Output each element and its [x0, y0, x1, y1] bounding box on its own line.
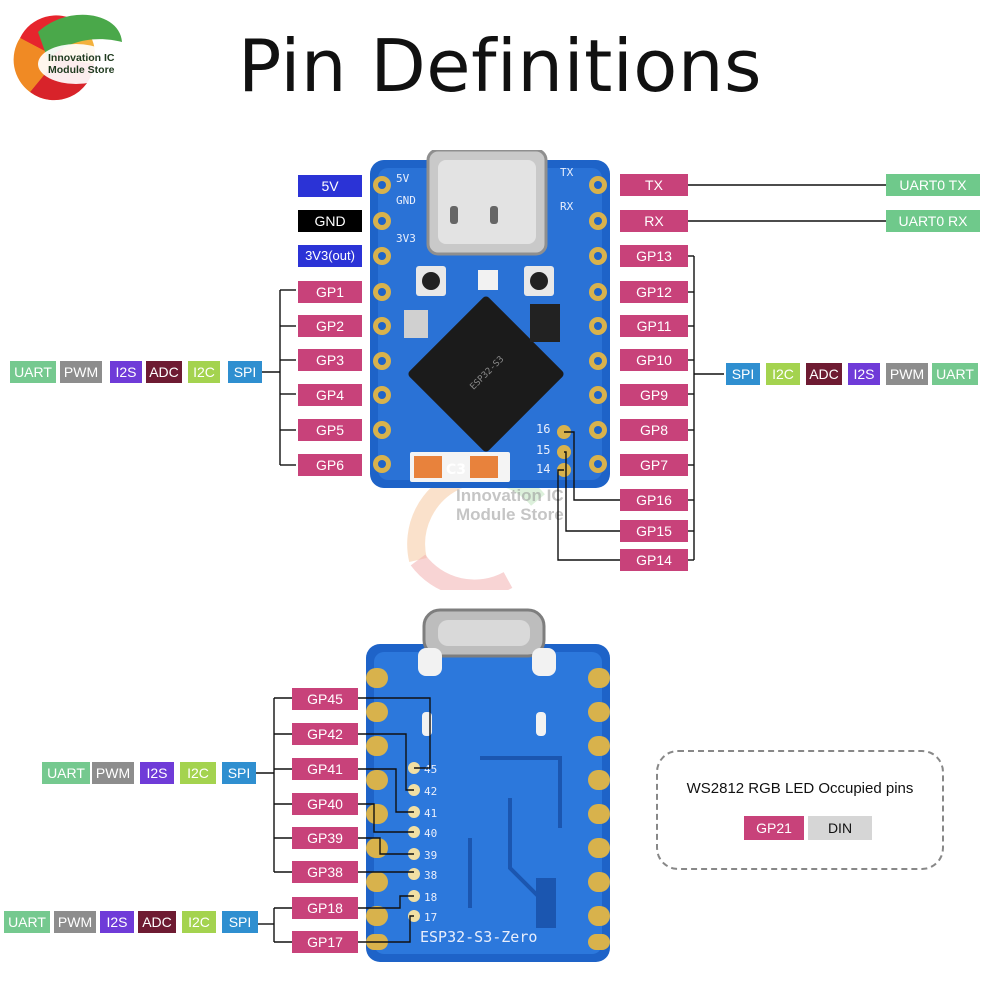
- top-board: ESP32-S3 C3: [370, 150, 610, 488]
- pin-label-gp11: GP11: [620, 315, 688, 337]
- silk-tx: TX: [560, 166, 574, 179]
- pin-label-gp42: GP42: [292, 723, 358, 745]
- pin-label-rx: RX: [620, 210, 688, 232]
- pin-label-gp6: GP6: [298, 454, 362, 476]
- pin-label-tx: TX: [620, 174, 688, 196]
- func-i2s-right: I2S: [848, 363, 880, 385]
- func-uart-b2: UART: [4, 911, 50, 933]
- pin-label-gp40: GP40: [292, 793, 358, 815]
- uart0-tx-label: UART0 TX: [886, 174, 980, 196]
- ws2812-pin: GP21: [744, 816, 804, 840]
- uart0-rx-label: UART0 RX: [886, 210, 980, 232]
- func-i2s: I2S: [110, 361, 142, 383]
- func-i2c-right: I2C: [766, 363, 800, 385]
- func-i2s-b1: I2S: [140, 762, 174, 784]
- logo-text: Innovation IC Module Store: [48, 52, 115, 76]
- pad-number-38: 38: [424, 869, 438, 882]
- pin-label-gp16: GP16: [620, 489, 688, 511]
- page-title: Pin Definitions: [237, 24, 762, 108]
- pin-label-gp4: GP4: [298, 384, 362, 406]
- silk-gnd: GND: [396, 194, 416, 207]
- pin-label-gp41: GP41: [292, 758, 358, 780]
- pin-label-gp10: GP10: [620, 349, 688, 371]
- silk-5v: 5V: [396, 172, 410, 185]
- func-spi-b1: SPI: [222, 762, 256, 784]
- func-adc: ADC: [146, 361, 182, 383]
- pin-label-gp12: GP12: [620, 281, 688, 303]
- pin-label-5v: 5V: [298, 175, 362, 197]
- pin-label-gp7: GP7: [620, 454, 688, 476]
- silk-15: 15: [536, 443, 551, 457]
- func-spi: SPI: [228, 361, 262, 383]
- func-pwm: PWM: [60, 361, 102, 383]
- pin-label-gp45: GP45: [292, 688, 358, 710]
- pin-label-gp1: GP1: [298, 281, 362, 303]
- pad-number-45: 45: [424, 763, 438, 776]
- func-spi-right: SPI: [726, 363, 760, 385]
- func-pwm-b2: PWM: [54, 911, 96, 933]
- func-i2c-b2: I2C: [182, 911, 216, 933]
- pad-number-40: 40: [424, 827, 438, 840]
- pin-label-gp5: GP5: [298, 419, 362, 441]
- pin-label-3v3: 3V3(out): [298, 245, 362, 267]
- pin-label-gp15: GP15: [620, 520, 688, 542]
- func-pwm-right: PWM: [886, 363, 928, 385]
- silk-16: 16: [536, 422, 551, 436]
- pad-number-17: 17: [424, 911, 438, 924]
- bottom-board: [366, 608, 610, 962]
- func-spi-b2: SPI: [222, 911, 258, 933]
- func-adc-right: ADC: [806, 363, 842, 385]
- pin-label-gp38: GP38: [292, 861, 358, 883]
- ws2812-info-box: WS2812 RGB LED Occupied pins GP21 DIN: [656, 750, 944, 870]
- pin-label-gp9: GP9: [620, 384, 688, 406]
- ws2812-title: WS2812 RGB LED Occupied pins: [686, 780, 914, 797]
- func-i2c: I2C: [188, 361, 220, 383]
- ws2812-signal: DIN: [808, 816, 872, 840]
- pad-number-18: 18: [424, 891, 438, 904]
- pin-label-gp13: GP13: [620, 245, 688, 267]
- silk-3v3: 3V3: [396, 232, 416, 245]
- pin-label-gp14: GP14: [620, 549, 688, 571]
- func-uart: UART: [10, 361, 56, 383]
- silk-rx: RX: [560, 200, 574, 213]
- func-i2c-b1: I2C: [180, 762, 216, 784]
- func-i2s-b2: I2S: [100, 911, 134, 933]
- pin-label-gp17: GP17: [292, 931, 358, 953]
- func-uart-right: UART: [932, 363, 978, 385]
- pin-label-gp18: GP18: [292, 897, 358, 919]
- pin-label-gp3: GP3: [298, 349, 362, 371]
- brand-logo: Innovation IC Module Store: [8, 8, 124, 104]
- pin-label-gp2: GP2: [298, 315, 362, 337]
- func-pwm-b1: PWM: [92, 762, 134, 784]
- watermark-text: Innovation IC Module Store: [456, 486, 564, 524]
- svg-text:C3: C3: [446, 462, 466, 478]
- pad-number-42: 42: [424, 785, 438, 798]
- silk-14: 14: [536, 462, 551, 476]
- func-adc-b2: ADC: [138, 911, 176, 933]
- pad-number-39: 39: [424, 849, 438, 862]
- pad-number-41: 41: [424, 807, 438, 820]
- pin-label-gp39: GP39: [292, 827, 358, 849]
- board-name: ESP32-S3-Zero: [420, 928, 538, 946]
- pin-label-gp8: GP8: [620, 419, 688, 441]
- func-uart-b1: UART: [42, 762, 90, 784]
- pin-label-gnd: GND: [298, 210, 362, 232]
